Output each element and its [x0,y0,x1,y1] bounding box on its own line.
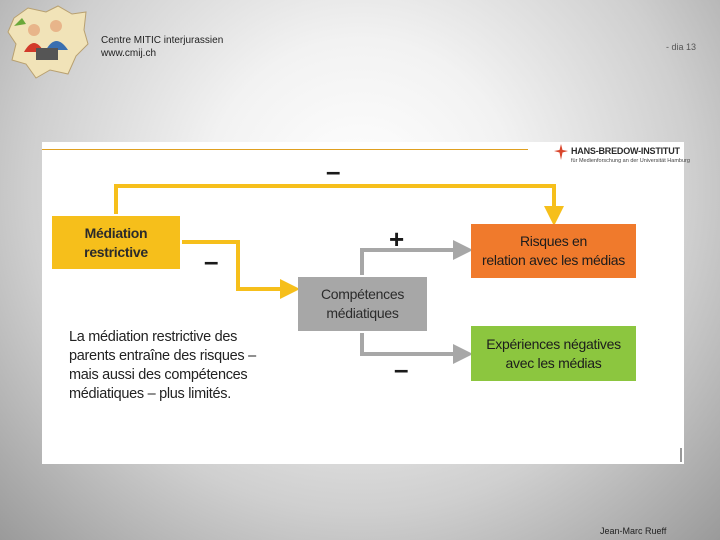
box-experiences-line-1: Expériences négatives [486,335,621,354]
box-competences-line-1: Compétences [321,285,404,304]
box-risques: Risques en relation avec les médias [471,224,636,278]
box-experiences-negatives: Expériences négatives avec les médias [471,326,636,381]
header-text: Centre MITIC interjurassien www.cmij.ch [101,34,223,60]
sign-competences-to-risques: + [389,226,404,252]
box-competences-mediatiques: Compétences médiatiques [298,277,427,331]
sign-competences-to-experiences: – [394,356,408,382]
box-experiences-line-2: avec les médias [486,354,621,373]
sign-top-minus: – [326,158,340,184]
arrow-competences-to-experiences [362,333,469,354]
sign-mediation-to-competences: – [204,248,218,274]
box-risques-line-2: relation avec les médias [482,251,625,270]
slide-number: - dia 13 [666,42,696,52]
box-mediation-line-2: restrictive [84,243,148,262]
arrow-competences-to-risques [362,250,469,275]
figure-edge-mark [680,448,682,462]
arrow-mediation-to-competences [182,242,296,289]
arrow-mediation-to-risques [116,186,554,222]
diagram-caption: La médiation restrictive des parents ent… [69,328,269,404]
header-line-1: Centre MITIC interjurassien [101,34,223,47]
cmij-logo [6,4,90,80]
box-mediation-line-1: Médiation [84,224,148,243]
diagram-figure: HANS-BREDOW-INSTITUT für Medienforschung… [42,142,684,464]
header-line-2: www.cmij.ch [101,47,223,60]
box-mediation-restrictive: Médiation restrictive [52,216,180,269]
box-risques-line-1: Risques en [482,232,625,251]
author-name: Jean-Marc Rueff [600,526,666,536]
box-competences-line-2: médiatiques [321,304,404,323]
